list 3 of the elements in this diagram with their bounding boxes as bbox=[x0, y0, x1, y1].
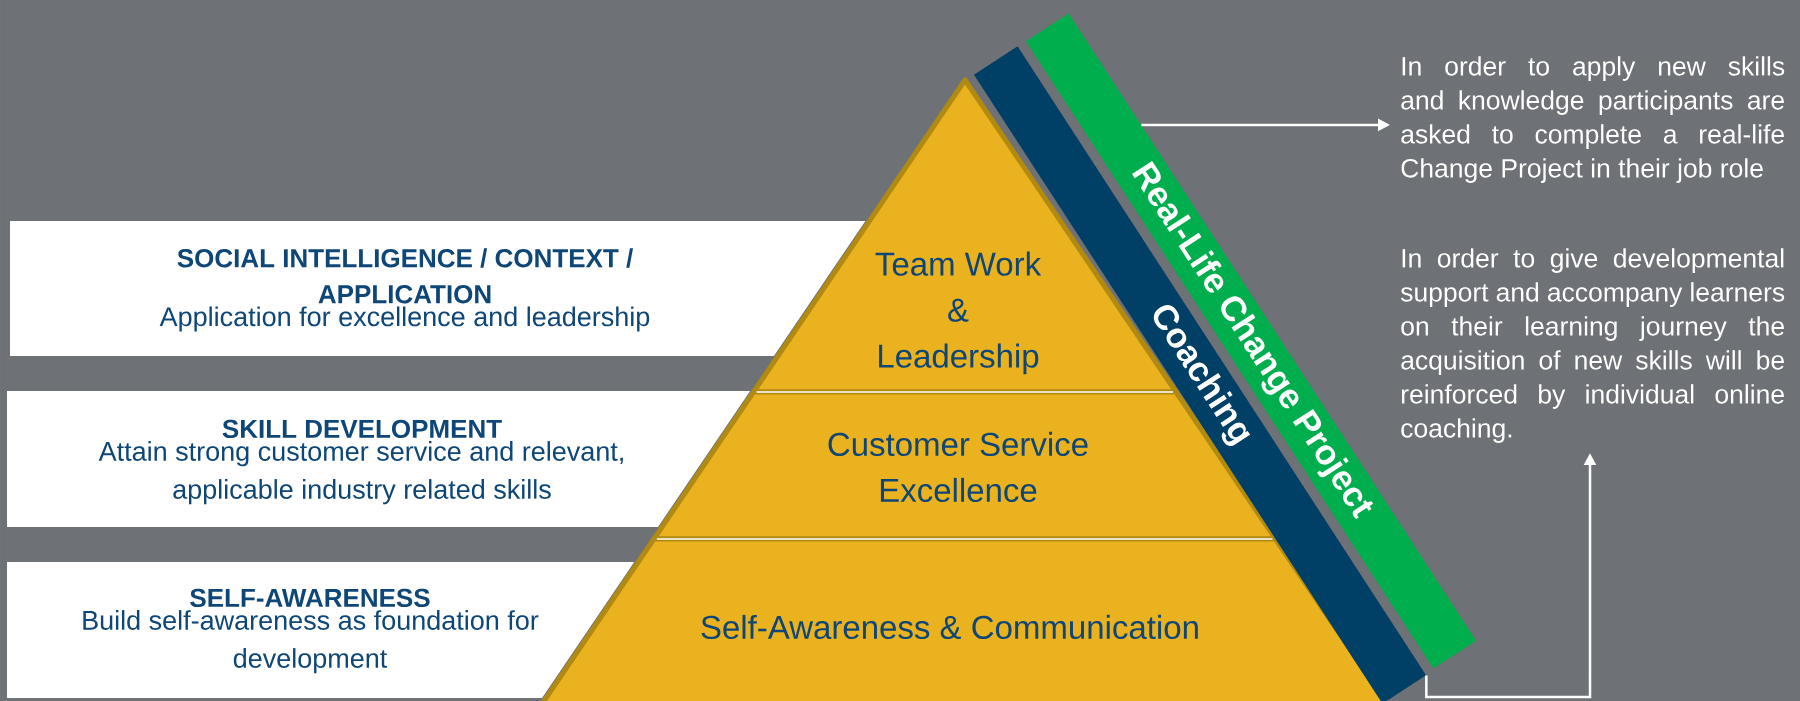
label-box: SKILL DEVELOPMENT Attain strong customer service and relevant, applicable industry related skills bbox=[7, 391, 751, 527]
label-box: SELF-AWARENESS Build self-awareness as foundation for development bbox=[7, 562, 635, 698]
label-box: SOCIAL INTELLIGENCE / CONTEXT / APPLICATION Application for excellence and leadership bbox=[10, 221, 866, 356]
